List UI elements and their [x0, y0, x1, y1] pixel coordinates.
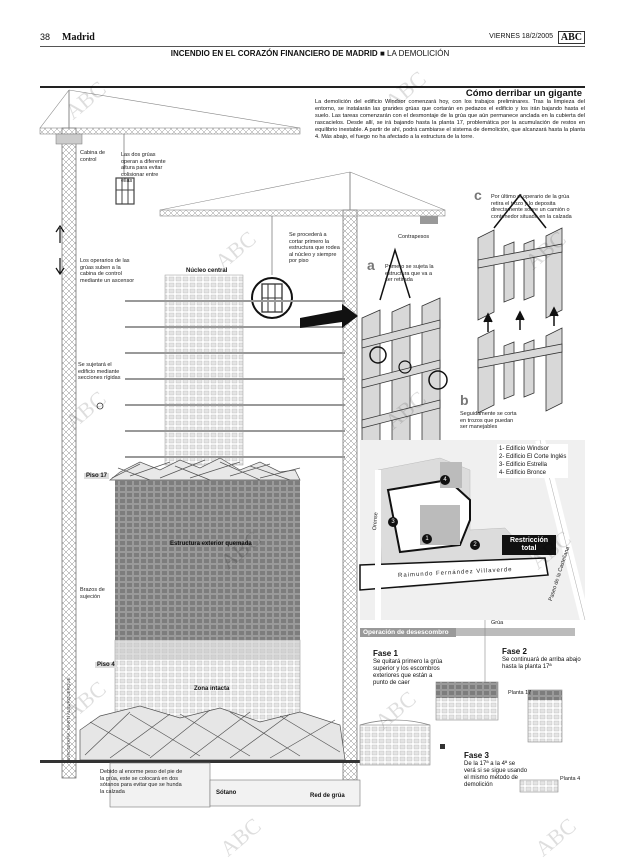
arrow-down-icon — [55, 258, 65, 276]
phase-1-text: Se quitará primero la grúa superior y lo… — [373, 659, 443, 686]
tower-core — [125, 274, 345, 466]
phase-2-text: Se continuará de arriba abajo hasta la p… — [502, 657, 581, 670]
step-a-text: Primero se sujeta la estructura que va a… — [385, 264, 434, 283]
label-operarios: Los operarios de las grúas suben a la ca… — [80, 258, 135, 284]
label-brazos: Brazos de sujeción — [80, 587, 105, 600]
article-intro: La demolición del edificio Windsor comen… — [315, 99, 585, 140]
phase-3: Fase 3 De la 17ª a la 4ª se verá si se s… — [464, 752, 528, 789]
issue-date: VIERNES 18/2/2005 — [489, 33, 553, 40]
street-level — [40, 760, 360, 763]
map-marker-4: 4 — [440, 475, 450, 485]
kicker-main: INCENDIO EN EL CORAZÓN FINANCIERO DE MAD… — [170, 49, 378, 58]
map-legend: 1- Edificio Windsor 2- Edificio El Corte… — [497, 444, 569, 478]
rubble-bottom — [79, 705, 346, 761]
kicker-square-icon: ■ — [379, 49, 385, 58]
label-estructura: Estructura exterior quemada — [170, 541, 252, 547]
label-procedera: Se procederá a cortar primero la estruct… — [289, 232, 340, 264]
page-header: 38 Madrid VIERNES 18/2/2005 ABC — [40, 31, 585, 47]
step-c-letter: c — [474, 187, 482, 203]
rubble-top — [109, 457, 301, 481]
arrow-up-icon — [55, 224, 65, 243]
hanging-panel-1 — [115, 177, 135, 205]
label-piso17: Piso 17 — [84, 473, 110, 479]
step-a-frame — [361, 247, 448, 464]
phase-3-text: De la 17ª a la 4ª se verá si se sigue us… — [464, 761, 528, 788]
map-marker-1: 1 — [422, 534, 432, 544]
label-contrapesos: Contrapesos — [398, 234, 430, 240]
label-planta17: Planta 17 — [508, 690, 532, 696]
page-number: 38 — [40, 32, 51, 42]
phase-2: Fase 2 Se continuará de arriba abajo has… — [502, 648, 584, 671]
kicker: INCENDIO EN EL CORAZÓN FINANCIERO DE MAD… — [0, 49, 620, 58]
step-b-letter: b — [460, 392, 469, 408]
restriction-badge: Restricción total — [502, 535, 556, 555]
step-c-text: Por último el operario de la grúa retira… — [491, 194, 572, 220]
label-nucleo: Núcleo central — [186, 268, 228, 274]
label-grua: Grúa — [491, 620, 504, 626]
label-sotano: Sótano — [216, 790, 237, 796]
operation-header: Operación de desescombro — [360, 628, 456, 637]
label-dos-gruas: Las dos grúas operan a diferente altura … — [121, 152, 166, 184]
abc-logo: ABC — [557, 31, 585, 44]
phase-2-title: Fase 2 — [502, 647, 527, 656]
kicker-sub: LA DEMOLICIÓN — [387, 49, 450, 58]
step-c-frame — [477, 193, 563, 321]
operation-panel — [359, 620, 575, 793]
phase-1-title: Fase 1 — [373, 649, 398, 658]
burnt-facade — [115, 480, 300, 640]
label-red-grua: Red de grúa — [310, 793, 345, 799]
step-b-text: Seguidamente se corta en trozos que pued… — [460, 411, 517, 430]
section-name: Madrid — [62, 32, 95, 43]
title-rule — [40, 86, 585, 88]
phase-1: Fase 1 Se quitará primero la grúa superi… — [373, 650, 449, 687]
infographic-credit: INFOGRAFÍA: MARTÍ ALBURQUERQUE — [66, 677, 71, 760]
label-piso4: Piso 4 — [95, 662, 117, 668]
left-crane — [39, 89, 301, 779]
legend-item: 3- Edificio Estrella — [499, 462, 548, 468]
label-cabina: Cabina de control — [80, 150, 106, 163]
phase-3-title: Fase 3 — [464, 751, 489, 760]
label-sujetara: Se sujetará el edificio mediante seccion… — [78, 362, 121, 381]
label-planta4: Planta 4 — [560, 776, 581, 782]
map-marker-2: 2 — [470, 540, 480, 550]
step-b-frame — [477, 306, 563, 414]
map-marker-3: 3 — [388, 517, 398, 527]
legend-item: 1- Edificio Windsor — [499, 446, 550, 452]
arrow-right-icon — [300, 304, 358, 328]
legend-item: 2- Edificio El Corte Inglés — [499, 454, 567, 460]
label-debido: Debido al enorme peso del pie de la grúa… — [100, 769, 183, 795]
article-title: Cómo derribar un gigante — [465, 88, 582, 99]
hanging-panel-2 — [261, 283, 283, 313]
right-crane — [159, 171, 446, 781]
legend-item: 4- Edificio Bronce — [499, 470, 547, 476]
label-zona: Zona intacta — [194, 686, 230, 692]
step-a-letter: a — [367, 257, 375, 273]
